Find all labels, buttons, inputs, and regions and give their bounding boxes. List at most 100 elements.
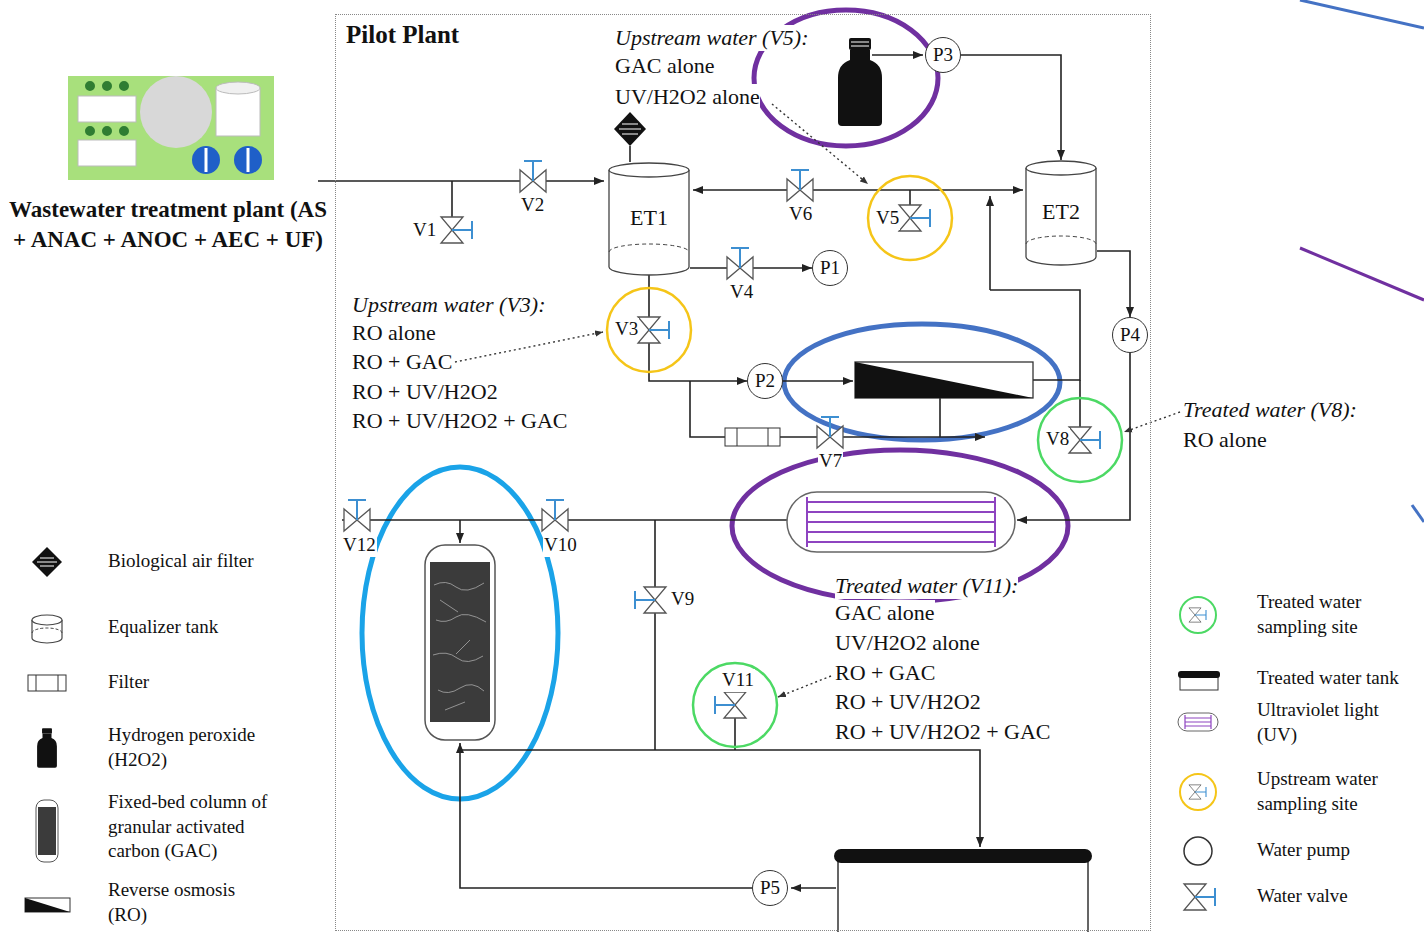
legend-valve — [1189, 785, 1206, 799]
uv-reactor — [787, 492, 1015, 552]
air-filter-stripes — [619, 124, 641, 134]
equalizer-tank: ET2 — [1025, 160, 1097, 265]
water-pump: P3 — [925, 37, 961, 73]
bottle-cap — [849, 38, 871, 50]
pipe — [734, 718, 736, 750]
sampling-annotation: RO + UV/H2O2 — [835, 689, 981, 715]
wwtp-building — [78, 140, 136, 166]
valve-label: V6 — [788, 203, 813, 226]
legend-text: Fixed-bed column of granular activated c… — [108, 790, 286, 864]
legend-tank-level — [32, 628, 62, 633]
legend-ro — [25, 898, 70, 912]
treated-sampling-ring — [693, 663, 777, 747]
sampling-annotation: RO + GAC — [835, 660, 935, 686]
pipe-connector — [961, 55, 1061, 160]
h2o2-bottle — [838, 50, 882, 126]
pipe — [459, 520, 461, 543]
legend-bottle-cap — [42, 728, 52, 733]
tank-level — [609, 244, 689, 252]
air-filter-symbol — [614, 112, 646, 146]
tank-level — [1026, 236, 1096, 244]
sampling-annotation: RO + GAC — [352, 349, 452, 375]
pipe — [909, 190, 911, 205]
leader-line — [455, 332, 603, 362]
water-pump: P2 — [747, 363, 783, 399]
ro-membrane-wedge — [855, 362, 1033, 398]
pump-label: P1 — [820, 258, 840, 279]
sampling-annotation: GAC alone — [835, 600, 935, 626]
water-valve — [715, 692, 746, 718]
pipes — [318, 55, 1130, 888]
water-valve — [899, 205, 930, 231]
legend-text: Ultraviolet light (UV) — [1257, 698, 1407, 747]
valve-label: V1 — [412, 219, 437, 242]
water-valve — [542, 500, 568, 531]
legend-text: Reverse osmosis (RO) — [108, 878, 248, 927]
sampling-annotation: Treated water (V8): — [1183, 397, 1357, 423]
callout-line — [1300, 0, 1424, 28]
tank-label: ET1 — [630, 206, 668, 230]
treated-water-tank-lid — [834, 849, 1092, 863]
legend-text: Filter — [108, 670, 308, 695]
sampling-annotation: RO + UV/H2O2 + GAC — [352, 408, 568, 434]
pipe — [780, 436, 985, 438]
wwtp-trees — [85, 81, 129, 136]
valve-label: V5 — [875, 207, 900, 230]
legend-filter-lines — [36, 675, 58, 691]
valve-label: V9 — [670, 588, 695, 611]
upstream-sampling-ring — [607, 288, 691, 372]
wwtp-building — [78, 96, 136, 122]
valve-label: V10 — [543, 534, 578, 557]
pipe — [791, 887, 836, 889]
gac-texture — [433, 582, 486, 710]
pipe — [451, 181, 453, 217]
pipe — [318, 180, 604, 182]
valve-label: V2 — [520, 194, 545, 217]
tank-label: ET2 — [1042, 200, 1080, 224]
valve-label: V11 — [721, 669, 755, 692]
legend-text: Treated water sampling site — [1257, 590, 1415, 639]
legend-pump — [1184, 837, 1212, 865]
pipe — [690, 381, 725, 437]
wwtp-silo — [216, 88, 260, 136]
gac-bed — [430, 562, 490, 722]
pipe — [654, 520, 656, 750]
treated-water-tank — [838, 858, 1088, 932]
tank-top — [1026, 161, 1096, 175]
valve-label: V3 — [614, 318, 639, 341]
water-valve — [727, 248, 753, 279]
pipe — [872, 54, 923, 56]
treated-sampling-ring — [1038, 398, 1122, 482]
water-valve — [344, 500, 370, 531]
sampling-annotation: UV/H2O2 alone — [835, 630, 980, 656]
legend-valve — [1189, 608, 1206, 622]
callout-line — [1300, 248, 1424, 300]
pipe — [629, 146, 631, 162]
legend-text: Treated water tank — [1257, 666, 1415, 691]
frame-title: Pilot Plant — [346, 21, 459, 49]
sampling-annotation: RO + UV/H2O2 + GAC — [835, 719, 1051, 745]
legend-text: Upstream water sampling site — [1257, 767, 1415, 816]
legend-bottle-body — [37, 734, 57, 768]
legend-ro-wedge — [25, 898, 70, 912]
cartridge-filter — [725, 428, 780, 446]
pipe — [939, 398, 941, 437]
valve-label: V8 — [1045, 428, 1070, 451]
pipe — [990, 189, 1023, 191]
legend-air-filter — [32, 547, 62, 577]
pipe — [460, 750, 980, 847]
leader-line — [778, 676, 831, 697]
water-pump: P1 — [812, 250, 848, 286]
legend-air-filter-stripes — [37, 558, 57, 566]
pipe — [783, 380, 853, 382]
legend-text: Biological air filter — [108, 549, 308, 574]
pump-label: P2 — [755, 371, 775, 392]
wwtp-ground — [68, 76, 274, 180]
wwtp-silo-top — [216, 82, 260, 94]
pipe — [989, 196, 991, 290]
water-valve — [817, 417, 843, 448]
pump-label: P4 — [1120, 325, 1140, 346]
pipe — [1079, 380, 1081, 427]
legend-bottle — [37, 728, 57, 768]
legend-valve — [1184, 884, 1215, 910]
